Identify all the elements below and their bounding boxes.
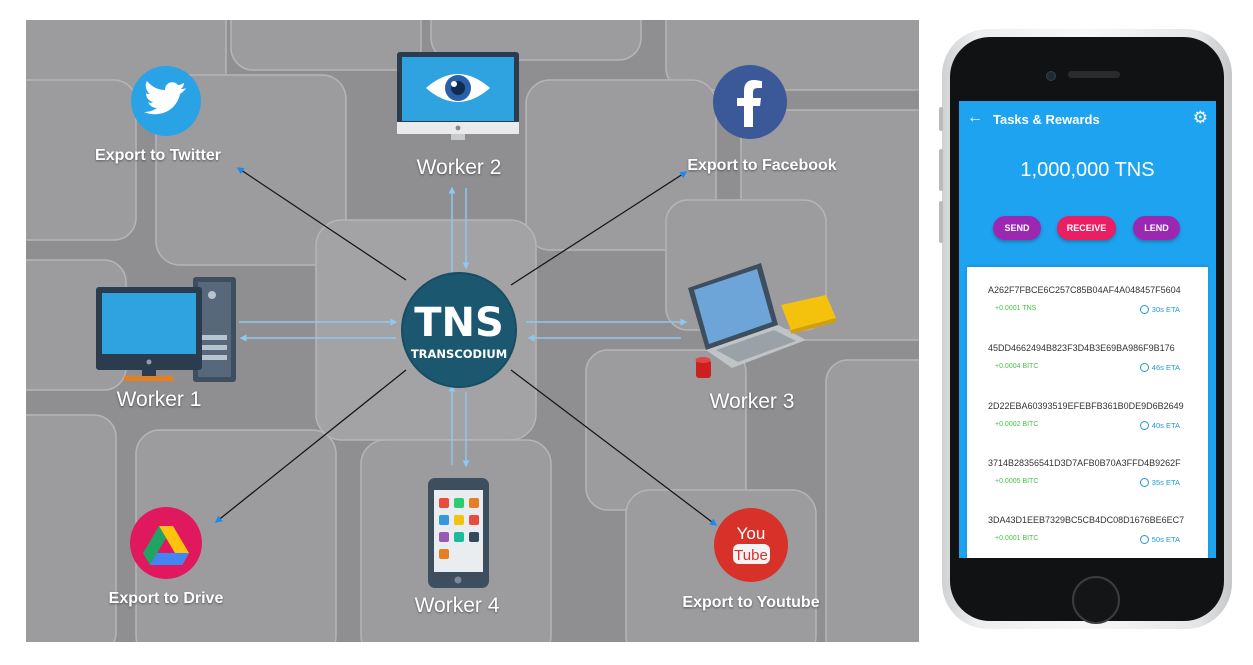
task-item[interactable]: 45DD4662494B823F3D4B3E69BA986F9B176 +0.0… [967, 325, 1208, 382]
task-reward: +0.0002 BITC [995, 421, 1039, 428]
task-eta-text: 50s ETA [1151, 535, 1180, 544]
hub-subtitle: TRANSCODIUM [411, 347, 507, 361]
diagram-canvas: You Tube [26, 20, 919, 642]
phone-volume-down [939, 201, 943, 243]
clock-icon [1139, 305, 1149, 314]
export-connectors [214, 167, 718, 526]
task-hash: 3DA43D1EEB7329BC5CB4DC08D1676BE6EC7 [988, 515, 1185, 525]
smartphone-icon [428, 478, 489, 588]
youtube-logo-box [733, 544, 770, 564]
task-eta-text: 35s ETA [1151, 478, 1180, 487]
phone-screen: ← Tasks & Rewards ⚙ 1,000,000 TNS SEND R… [959, 101, 1216, 558]
worker-1-label: Worker 1 [116, 388, 202, 411]
facebook-icon [713, 65, 787, 139]
earpiece-speaker [1068, 71, 1120, 78]
receive-button[interactable]: RECEIVE [1057, 216, 1116, 240]
phone-mockup: ← Tasks & Rewards ⚙ 1,000,000 TNS SEND R… [939, 29, 1232, 629]
task-item[interactable]: 2D22EBA60393519EFEBFB361B0DE9D6B2649 +0.… [967, 383, 1208, 440]
task-reward: +0.0001 BITC [995, 535, 1039, 542]
task-eta-text: 40s ETA [1151, 421, 1180, 430]
task-reward: +0.0005 BITC [995, 478, 1039, 485]
phone-volume-up [939, 149, 943, 191]
task-eta: 40s ETA [1139, 421, 1180, 430]
task-list: A262F7FBCE6C257C85B04AF4A048457F5604 +0.… [967, 267, 1208, 558]
export-drive-label: Export to Drive [108, 590, 224, 607]
tns-diagram: You Tube [26, 20, 919, 642]
task-reward: +0.0001 TNS [995, 305, 1037, 312]
task-hash: 45DD4662494B823F3D4B3E69BA986F9B176 [988, 343, 1175, 353]
home-button[interactable] [1072, 576, 1120, 624]
clock-icon [1139, 535, 1149, 544]
clock-icon [1139, 478, 1149, 487]
task-hash: 2D22EBA60393519EFEBFB361B0DE9D6B2649 [988, 401, 1184, 411]
front-camera [1046, 71, 1056, 81]
task-eta-text: 30s ETA [1151, 305, 1180, 314]
worker-connectors [239, 186, 688, 468]
drive-icon [130, 507, 202, 579]
task-eta: 50s ETA [1139, 535, 1180, 544]
send-button[interactable]: SEND [993, 216, 1041, 240]
gear-icon[interactable]: ⚙ [1192, 108, 1208, 127]
task-eta: 46s ETA [1139, 363, 1180, 372]
clock-icon [1139, 363, 1149, 372]
clock-icon [1139, 421, 1149, 430]
laptop-icon [688, 263, 836, 378]
export-facebook-label: Export to Facebook [687, 157, 837, 174]
export-twitter-label: Export to Twitter [95, 147, 221, 164]
task-eta-text: 46s ETA [1151, 363, 1180, 372]
export-youtube-label: Export to Youtube [682, 594, 820, 611]
task-item[interactable]: 3DA43D1EEB7329BC5CB4DC08D1676BE6EC7 +0.0… [967, 497, 1208, 554]
desktop-computer-icon [96, 277, 236, 382]
task-reward: +0.0004 BITC [995, 363, 1039, 370]
arrow-left-icon[interactable]: ← [967, 109, 983, 126]
task-item[interactable]: 3714B28356541D3D7AFB0B70A3FFD4B9262F +0.… [967, 440, 1208, 497]
task-eta: 35s ETA [1139, 478, 1180, 487]
task-item[interactable]: A262F7FBCE6C257C85B04AF4A048457F5604 +0.… [967, 267, 1208, 324]
phone-mute-switch [939, 107, 943, 131]
tns-hub: TNS TRANSCODIUM [401, 272, 517, 388]
hub-title: TNS [414, 300, 504, 346]
monitor-eye-icon [397, 52, 519, 140]
twitter-icon [131, 66, 201, 136]
youtube-logo-tube: Tube [734, 547, 768, 564]
task-hash: 3714B28356541D3D7AFB0B70A3FFD4B9262F [988, 458, 1181, 468]
app-title: Tasks & Rewards [993, 112, 1100, 127]
worker-4-label: Worker 4 [414, 594, 500, 617]
balance-value: 1,000,000 TNS [1020, 159, 1155, 181]
youtube-icon: You Tube [714, 508, 788, 582]
lend-button[interactable]: LEND [1133, 216, 1180, 240]
task-hash: A262F7FBCE6C257C85B04AF4A048457F5604 [988, 285, 1181, 295]
task-eta: 30s ETA [1139, 305, 1180, 314]
app-bar: ← Tasks & Rewards ⚙ [959, 101, 1216, 139]
worker-3-label: Worker 3 [709, 390, 795, 413]
worker-2-label: Worker 2 [416, 156, 502, 179]
youtube-logo-you: You [737, 524, 766, 543]
